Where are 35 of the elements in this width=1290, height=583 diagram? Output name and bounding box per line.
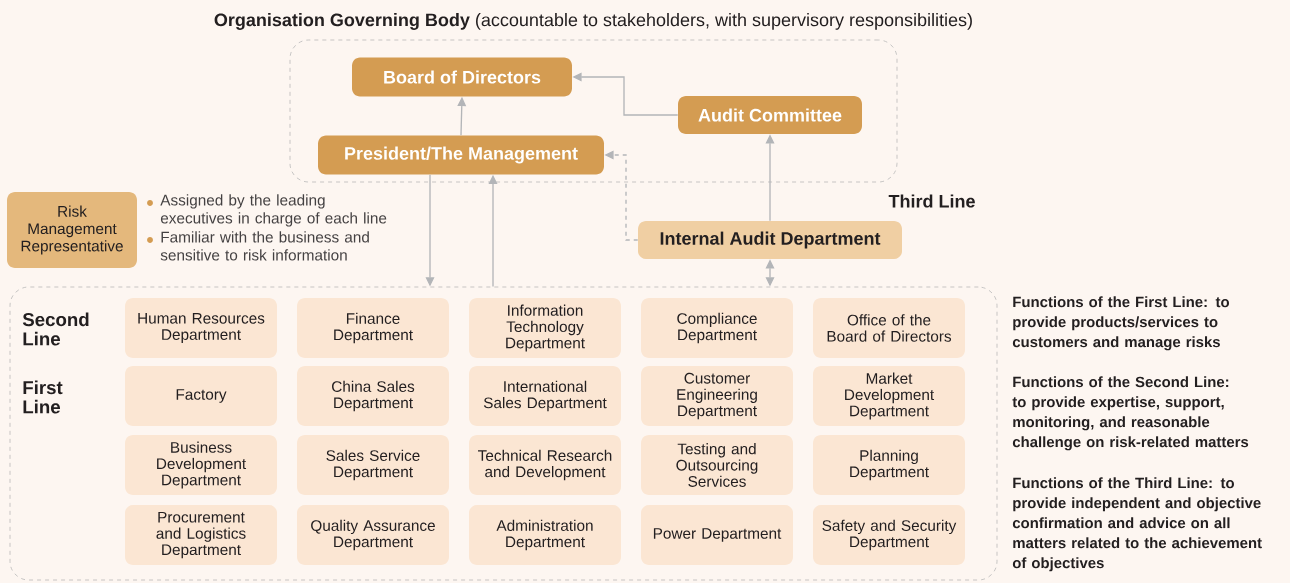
bullet-text: Familiar with the business and sensitive to risk information	[160, 231, 369, 261]
department-box: Human Resources Department	[125, 298, 277, 358]
node-label: Organisation Governing Body (accountable to stakeholders, with supervisory responsibilities)	[214, 13, 972, 30]
department-box: Factory	[125, 366, 277, 426]
department-box: Information Technology Department	[469, 298, 621, 358]
dashed-group-frame	[9, 286, 998, 581]
line-label: First Line	[23, 380, 63, 414]
department-box: International Sales Department	[469, 366, 621, 426]
department-box: China Sales Department	[297, 366, 449, 426]
bullet-text: Assigned by the leading executives in charge of each line	[160, 194, 387, 227]
org-box: Board of Directors	[352, 57, 572, 97]
org-box: Audit Committee	[678, 96, 862, 134]
department-box: Technical Research and Development	[469, 435, 621, 495]
department-box: Testing and Outsourcing Services	[641, 435, 793, 495]
section-label: Third Line	[888, 194, 975, 208]
function-note: Functions of the Second Line: to provide expertise, support, monitoring, and reasonable challenge on risk-related matters	[1012, 376, 1249, 451]
org-box: President/The Management	[318, 135, 604, 175]
audit-box: Internal Audit Department	[638, 221, 902, 259]
line-label: Second Line	[22, 312, 89, 346]
department-box: Sales Service Department	[297, 435, 449, 495]
department-box: Planning Department	[813, 435, 965, 495]
department-box: Customer Engineering Department	[641, 366, 793, 426]
department-box: Compliance Department	[641, 298, 793, 358]
representative-box: Risk Management Representative	[7, 192, 137, 268]
department-box: Power Department	[641, 505, 793, 565]
function-note: Functions of the First Line: to provide products/services to customers and manage risks	[1012, 296, 1230, 351]
department-box: Administration Department	[469, 505, 621, 565]
department-box: Office of the Board of Directors	[813, 298, 965, 358]
department-box: Quality Assurance Department	[297, 505, 449, 565]
department-box: Finance Department	[297, 298, 449, 358]
department-box: Market Development Department	[813, 366, 965, 426]
department-box: Procurement and Logistics Department	[125, 505, 277, 565]
department-box: Safety and Security Department	[813, 505, 965, 565]
department-box: Business Development Department	[125, 435, 277, 495]
function-note: Functions of the Third Line: to provide independent and objective confirmation and advice on all matters related to the achievement of objectives	[1012, 477, 1262, 572]
